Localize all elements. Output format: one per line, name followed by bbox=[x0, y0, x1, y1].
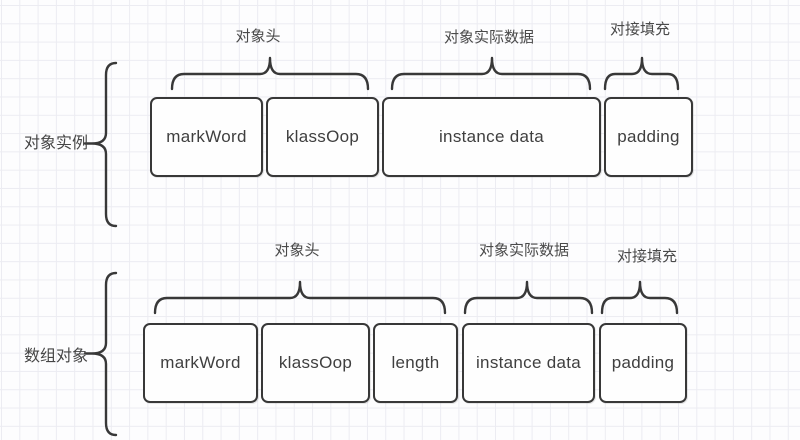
cell-padding-row1: padding bbox=[604, 97, 693, 177]
cell-markword-row1: markWord bbox=[150, 97, 263, 177]
curly-brace-instance-data-row1 bbox=[390, 56, 592, 91]
cell-markword-row2: markWord bbox=[143, 323, 258, 403]
curly-brace-object-header-row2 bbox=[153, 280, 447, 315]
group-label-actual-data-row2: 对象实际数据 bbox=[478, 242, 569, 259]
cell-klassoop-row2: klassOop bbox=[261, 323, 370, 403]
curly-brace-padding-row2 bbox=[600, 280, 679, 315]
group-label-padding-row2: 对接填充 bbox=[616, 248, 677, 265]
curly-brace-padding-row1 bbox=[603, 56, 680, 91]
curly-brace-object-header-row1 bbox=[170, 56, 370, 91]
cell-padding-row2: padding bbox=[599, 323, 687, 403]
group-label-object-header-row2: 对象头 bbox=[274, 242, 320, 259]
cell-instance-data-row1: instance data bbox=[382, 97, 601, 177]
curly-brace-left-row2 bbox=[83, 271, 118, 437]
group-label-object-header-row1: 对象头 bbox=[235, 28, 281, 45]
cell-klassoop-row1: klassOop bbox=[266, 97, 379, 177]
cell-length-row2: length bbox=[373, 323, 458, 403]
cell-instance-data-row2: instance data bbox=[462, 323, 595, 403]
curly-brace-left-row1 bbox=[83, 61, 118, 228]
row-label-array-object: 数组对象 bbox=[23, 348, 88, 365]
group-label-actual-data-row1: 对象实际数据 bbox=[443, 29, 534, 46]
group-label-padding-row1: 对接填充 bbox=[609, 21, 670, 38]
curly-brace-instance-data-row2 bbox=[463, 280, 594, 315]
row-label-object-instance: 对象实例 bbox=[23, 135, 88, 152]
